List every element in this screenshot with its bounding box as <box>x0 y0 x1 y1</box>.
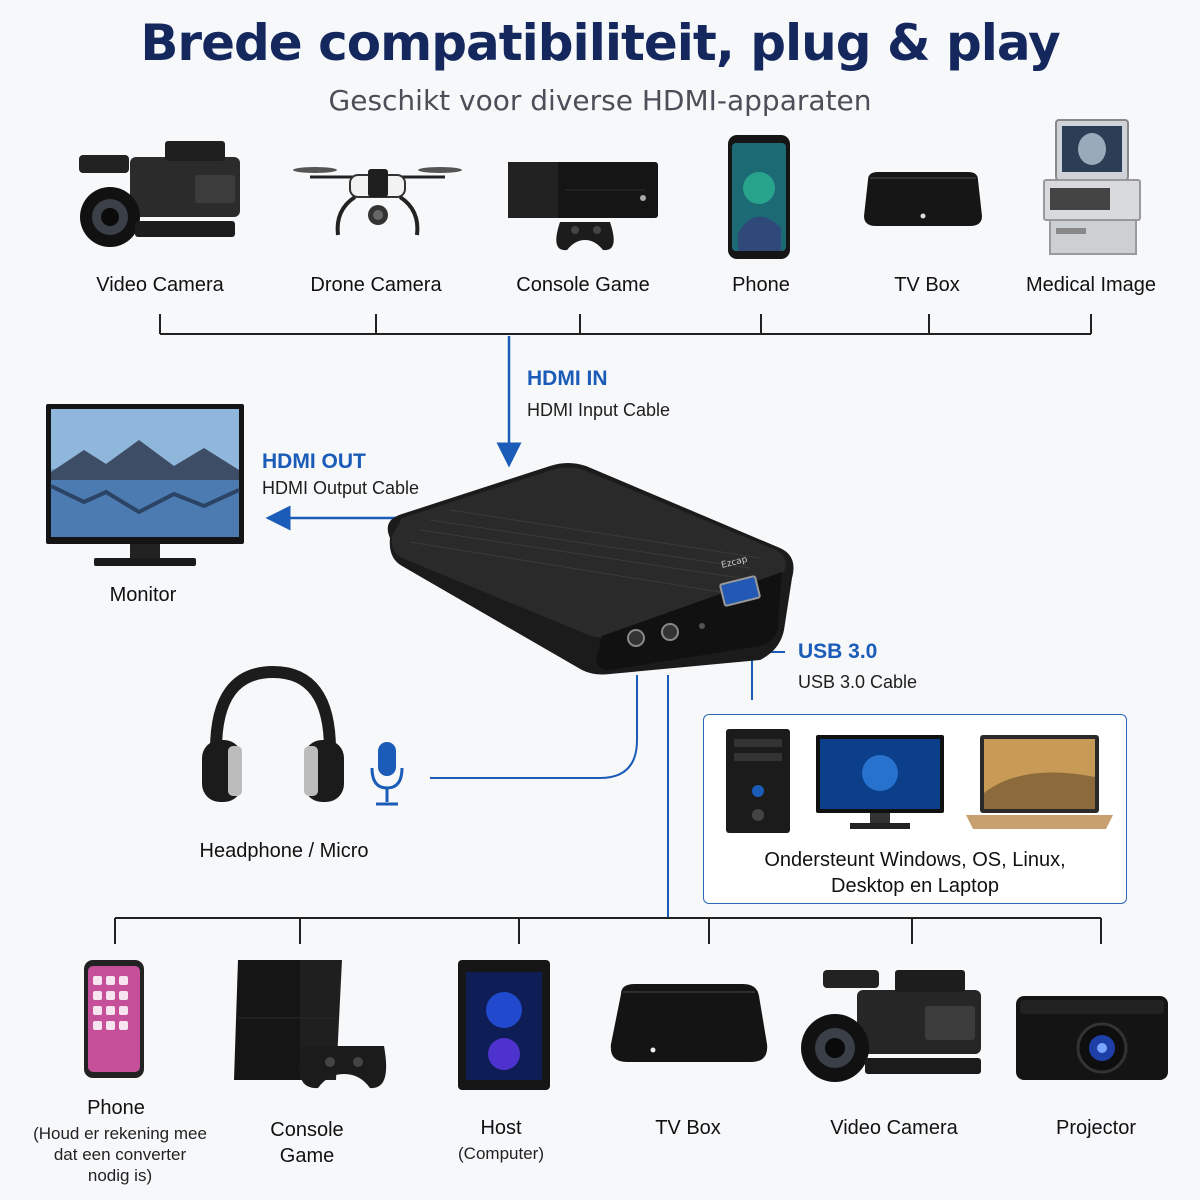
top-device-label: Console Game <box>516 274 650 296</box>
note-line: nodig is) <box>87 1166 153 1185</box>
page-title: Brede compatibiliteit, plug & play <box>140 14 1060 72</box>
note-line: dat een converter <box>53 1145 187 1164</box>
os-support-text: Ondersteunt Windows, OS, Linux, Desktop … <box>703 847 1127 899</box>
top-device-label: Phone <box>732 274 790 296</box>
note-line: (Houd er rekening mee <box>33 1124 207 1143</box>
os-support-line1: Ondersteunt Windows, OS, Linux, <box>764 849 1066 871</box>
usb-title: USB 3.0 <box>798 640 878 663</box>
capture-card-icon: Ezcap <box>387 463 794 675</box>
pc-tower-icon <box>458 960 550 1090</box>
bottom-device-label: Phone <box>87 1097 145 1119</box>
desktop-tower-icon <box>726 729 790 833</box>
label-line: Console <box>270 1119 344 1141</box>
bottom-device-note: (Houd er rekening mee dat een converter … <box>33 1123 207 1186</box>
medical-workstation-icon <box>1043 119 1141 255</box>
video-camera-icon <box>79 141 240 247</box>
monitor-label: Monitor <box>109 584 177 606</box>
hdmi-out-title: HDMI OUT <box>262 450 366 473</box>
drone-icon <box>293 167 462 236</box>
hdmi-in-title: HDMI IN <box>527 367 608 390</box>
bottom-device-label: Console Game <box>270 1117 343 1169</box>
bottom-device-label: Video Camera <box>830 1117 958 1139</box>
video-camera-icon <box>801 970 981 1082</box>
hdmi-out-subtitle: HDMI Output Cable <box>262 478 420 498</box>
bottom-device-label: TV Box <box>655 1117 721 1139</box>
hdmi-in-subtitle: HDMI Input Cable <box>527 400 671 420</box>
tv-box-icon <box>864 172 982 226</box>
game-console-icon <box>508 162 658 251</box>
smartphone-icon <box>84 960 144 1078</box>
note-line: (Computer) <box>458 1144 544 1163</box>
laptop-icon <box>966 735 1113 829</box>
bottom-device-note: (Computer) <box>458 1143 544 1164</box>
monitor-icon <box>46 404 244 566</box>
microphone-icon <box>370 742 404 806</box>
top-device-label: Drone Camera <box>310 274 442 296</box>
usb-subtitle: USB 3.0 Cable <box>798 672 918 692</box>
headphone-icon <box>202 665 344 802</box>
label-line: Game <box>279 1145 335 1167</box>
os-support-line2: Desktop en Laptop <box>831 875 999 897</box>
audio-label: Headphone / Micro <box>199 840 369 862</box>
tv-box-icon <box>610 984 768 1062</box>
bottom-device-label: Projector <box>1055 1117 1137 1139</box>
projector-icon <box>1016 996 1168 1080</box>
smartphone-icon <box>728 135 790 259</box>
desktop-monitor-icon <box>816 735 944 829</box>
page-subtitle: Geschikt voor diverse HDMI-apparaten <box>328 84 872 117</box>
bottom-device-label: Host <box>480 1117 522 1139</box>
playstation-icon <box>234 960 387 1089</box>
top-device-label: Video Camera <box>96 274 224 296</box>
top-device-label: Medical Image <box>1025 274 1157 296</box>
top-device-label: TV Box <box>894 274 960 296</box>
